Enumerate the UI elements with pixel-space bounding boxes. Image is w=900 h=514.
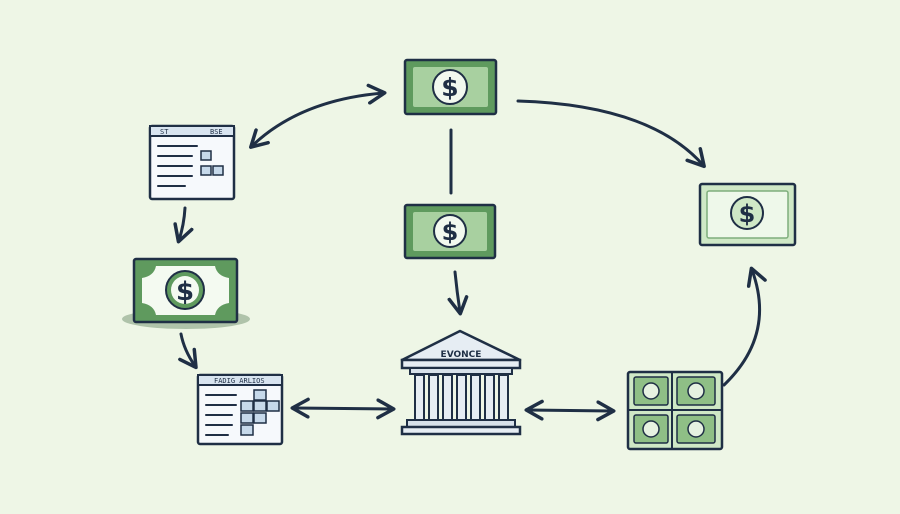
document-header-right: BSE [210,128,223,136]
document-header-left: ST [160,128,169,136]
dollar-sign-icon: $ [739,200,756,228]
document-ledger-bottom: FADIG ARLIOS [196,373,284,446]
document-header-left: FADIG ARLIOS [214,377,265,385]
dollar-sign-icon: $ [441,73,458,102]
arrow-middle-bill-to-bank [447,270,469,316]
arrow-top-bill-to-right-bill [516,99,706,169]
arrow-doc-to-left-bill [173,206,194,244]
connectors [173,83,767,422]
dollar-bill-left: $ [122,257,250,329]
money-stack-icon [626,370,724,451]
bank-sign: EVONCE [441,350,482,360]
bank-building-icon: EVONCE [400,329,522,436]
arrow-left-bill-to-doc [178,332,198,370]
dollar-bill-middle: $ [403,203,497,260]
arrow-stack-to-right-bill [722,266,767,387]
dollar-sign-icon: $ [176,277,194,307]
arrow-doc-to-top-bill-bidirectional [248,83,387,149]
arrow-doc-to-bank-bidirectional [290,397,396,420]
arrow-bank-to-stack-bidirectional [524,399,616,422]
dollar-bill-right: $ [698,182,797,247]
document-ledger-top: ST BSE [148,124,236,201]
dollar-bill-top: $ [403,58,498,116]
dollar-sign-icon: $ [442,218,459,246]
